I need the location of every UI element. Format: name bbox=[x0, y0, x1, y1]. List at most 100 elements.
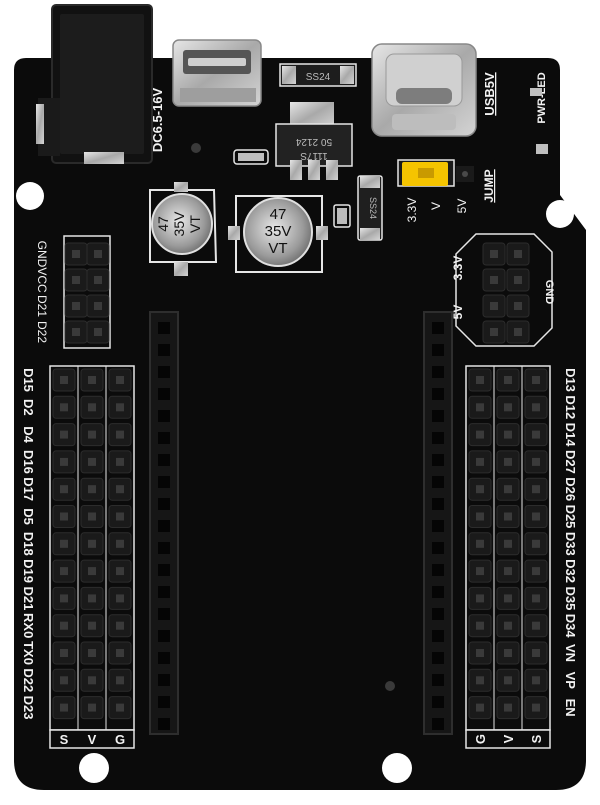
left-pin-label: D17 bbox=[21, 477, 36, 501]
right-pin-label: D12 bbox=[563, 395, 578, 419]
header-pin bbox=[52, 586, 76, 610]
socket-hole bbox=[158, 322, 170, 334]
header-pin bbox=[524, 450, 548, 474]
header-pin bbox=[108, 532, 132, 556]
header-pin bbox=[108, 586, 132, 610]
header-pin bbox=[482, 320, 506, 344]
header-pin bbox=[496, 423, 520, 447]
usb-5v-label: USB5V bbox=[482, 72, 497, 116]
socket-hole bbox=[432, 718, 444, 730]
socket-hole bbox=[158, 718, 170, 730]
socket-hole bbox=[432, 564, 444, 576]
jump-label: JUMP bbox=[482, 169, 496, 202]
right-pin-label: D35 bbox=[563, 586, 578, 610]
capacitor-1-series: VT bbox=[187, 215, 203, 233]
header-pin bbox=[80, 395, 104, 419]
right-socket-header bbox=[423, 311, 453, 735]
header-pin bbox=[496, 505, 520, 528]
socket-hole bbox=[158, 344, 170, 356]
left-pin-label: TX0 bbox=[21, 641, 36, 665]
socket-hole bbox=[158, 652, 170, 664]
socket-hole bbox=[432, 520, 444, 532]
socket-hole bbox=[158, 432, 170, 444]
capacitor-2-series: VT bbox=[268, 240, 287, 257]
header-pin bbox=[496, 559, 520, 583]
socket-hole bbox=[432, 674, 444, 686]
header-pin bbox=[506, 320, 530, 344]
header-pin bbox=[52, 614, 76, 638]
header-pin bbox=[108, 423, 132, 447]
header-pin bbox=[496, 450, 520, 474]
socket-hole bbox=[158, 630, 170, 642]
header-pin bbox=[64, 320, 88, 344]
socket-hole bbox=[432, 696, 444, 708]
mounting-hole bbox=[16, 182, 44, 210]
left-pin-label: D4 bbox=[21, 426, 36, 443]
socket-hole bbox=[158, 696, 170, 708]
left-pin-label: D21 bbox=[21, 586, 36, 610]
socket-hole bbox=[158, 674, 170, 686]
mounting-hole bbox=[79, 753, 109, 783]
header-pin bbox=[108, 395, 132, 419]
header-pin bbox=[524, 477, 548, 501]
header-pin bbox=[86, 320, 110, 344]
capacitor-1-voltage: 35V bbox=[171, 211, 187, 237]
left-pin-label: D22 bbox=[21, 668, 36, 692]
right-pin-label: VN bbox=[563, 644, 578, 662]
pwr-led-label: PWR-LED bbox=[536, 72, 548, 123]
left-pin-label: D5 bbox=[21, 508, 36, 525]
mounting-hole bbox=[546, 200, 574, 228]
smd-components: SS24 1117S 50 2124 SS24 bbox=[191, 63, 395, 691]
header-pin bbox=[80, 423, 104, 447]
header-pin bbox=[468, 368, 492, 392]
header-pin bbox=[52, 505, 76, 528]
header-pin bbox=[468, 696, 492, 720]
socket-hole bbox=[432, 542, 444, 554]
header-pin bbox=[482, 242, 506, 266]
header-pin bbox=[524, 532, 548, 556]
right-pin-label: D27 bbox=[563, 450, 578, 474]
header-pin bbox=[496, 477, 520, 501]
capacitor-2: 47 35V VT bbox=[228, 195, 328, 273]
header-pin bbox=[80, 586, 104, 610]
capacitor-1: 47 35V VT bbox=[149, 182, 218, 276]
socket-hole bbox=[432, 586, 444, 598]
header-pin bbox=[468, 505, 492, 528]
header-pin bbox=[524, 395, 548, 419]
header-pin bbox=[524, 641, 548, 665]
right-pin-label: D34 bbox=[563, 614, 578, 639]
right-pin-label: D14 bbox=[563, 423, 578, 448]
header-pin bbox=[496, 368, 520, 392]
header-pin bbox=[108, 450, 132, 474]
header-pin bbox=[108, 641, 132, 665]
left-pin-label: D2 bbox=[21, 399, 36, 416]
header-pin bbox=[496, 614, 520, 638]
header-pin bbox=[108, 614, 132, 638]
power-3v3-label: 3.3V bbox=[451, 256, 465, 281]
header-pin bbox=[468, 395, 492, 419]
header-pin bbox=[524, 368, 548, 392]
socket-hole bbox=[432, 388, 444, 400]
header-pin bbox=[52, 395, 76, 419]
right-pin-label: D13 bbox=[563, 368, 578, 392]
header-pin bbox=[86, 294, 110, 318]
header-pin bbox=[52, 668, 76, 692]
socket-hole bbox=[432, 454, 444, 466]
header-pin bbox=[468, 641, 492, 665]
socket-hole bbox=[158, 388, 170, 400]
left-pin-label: RX0 bbox=[21, 613, 36, 638]
power-jumper: 3.3V V 5V JUMP bbox=[397, 159, 496, 222]
socket-hole bbox=[158, 498, 170, 510]
socket-hole bbox=[432, 630, 444, 642]
header-pin bbox=[52, 368, 76, 392]
header-pin bbox=[86, 268, 110, 292]
header-pin bbox=[468, 586, 492, 610]
socket-hole bbox=[158, 542, 170, 554]
header-pin bbox=[524, 559, 548, 583]
right-pin-label: D25 bbox=[563, 505, 578, 529]
dc-barrel-jack bbox=[36, 4, 153, 164]
header-pin bbox=[468, 668, 492, 692]
header-pin bbox=[52, 641, 76, 665]
header-pin bbox=[482, 294, 506, 318]
